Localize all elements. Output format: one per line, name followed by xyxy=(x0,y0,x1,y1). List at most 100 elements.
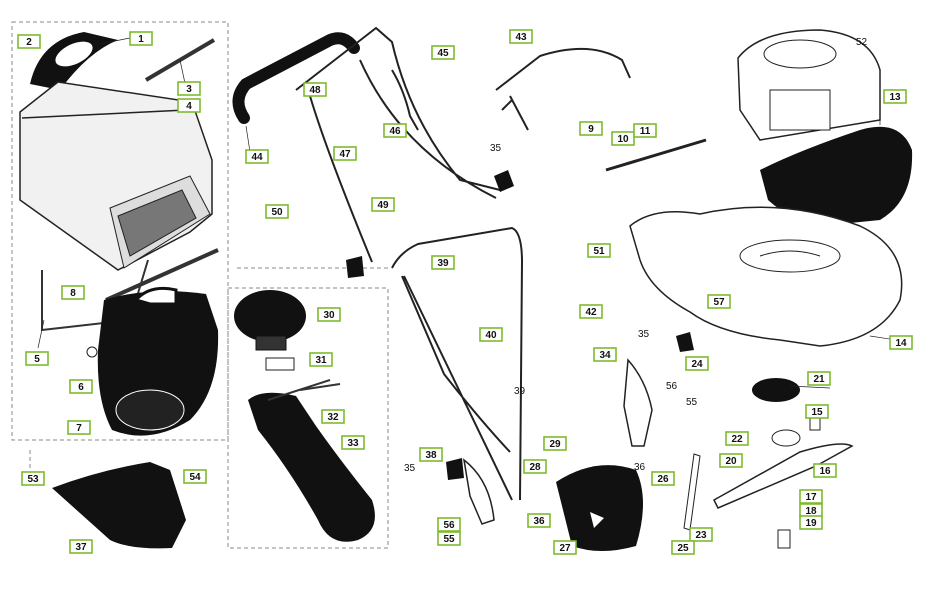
plain-label-55: 55 xyxy=(686,397,698,408)
part-label-1: 1 xyxy=(129,31,153,46)
part-label-box xyxy=(437,531,461,546)
part-label-text: 29 xyxy=(549,439,561,450)
bag-frame-part xyxy=(41,259,149,332)
part-label-42: 42 xyxy=(579,304,603,319)
part-label-box xyxy=(707,294,731,309)
part-label-56: 56 xyxy=(437,517,461,532)
part-label-40: 40 xyxy=(479,327,503,342)
part-label-box xyxy=(685,356,709,371)
part-label-text: 11 xyxy=(640,126,651,137)
part-label-10: 10 xyxy=(611,131,635,146)
part-label-box xyxy=(21,471,45,486)
part-label-6: 6 xyxy=(69,379,93,394)
part-label-text: 43 xyxy=(515,32,527,43)
part-label-box xyxy=(651,471,675,486)
part-label-text: 14 xyxy=(895,338,907,349)
engine-shroud-part xyxy=(760,126,913,226)
handle-bracket-part xyxy=(623,358,653,447)
part-label-13: 13 xyxy=(883,89,907,104)
part-label-box xyxy=(303,82,327,97)
part-label-8: 8 xyxy=(61,285,85,300)
part-labels: 1234567813141516171819202122232425262728… xyxy=(17,29,913,555)
part-label-27: 27 xyxy=(553,540,577,555)
part-label-text: 23 xyxy=(695,530,707,541)
part-label-18: 18 xyxy=(799,503,823,518)
part-label-box xyxy=(333,146,357,161)
part-label-text: 19 xyxy=(805,518,817,529)
part-label-21: 21 xyxy=(807,371,831,386)
part-label-45: 45 xyxy=(431,45,455,60)
part-label-box xyxy=(383,123,407,138)
knob-part xyxy=(446,458,464,480)
knob-part xyxy=(494,170,514,192)
part-label-text: 4 xyxy=(186,101,192,112)
part-label-text: 50 xyxy=(271,207,283,218)
part-label-text: 33 xyxy=(347,438,359,449)
part-label-text: 40 xyxy=(485,330,497,341)
part-label-box xyxy=(579,121,603,136)
leader-line xyxy=(245,125,251,153)
part-label-46: 46 xyxy=(383,123,407,138)
part-label-text: 27 xyxy=(559,543,571,554)
part-label-box xyxy=(553,540,577,555)
part-label-text: 5 xyxy=(34,354,40,365)
part-label-text: 32 xyxy=(327,412,339,423)
part-label-box xyxy=(183,469,207,484)
plain-label-35: 35 xyxy=(638,329,650,340)
part-label-25: 25 xyxy=(671,540,695,555)
part-label-box xyxy=(587,243,611,258)
part-label-text: 53 xyxy=(27,474,39,485)
part-label-box xyxy=(479,327,503,342)
part-label-31: 31 xyxy=(309,352,333,367)
part-label-text: 16 xyxy=(819,466,831,477)
part-label-text: 21 xyxy=(813,374,825,385)
part-label-text: 56 xyxy=(443,520,455,531)
part-label-text: 49 xyxy=(377,200,389,211)
part-label-15: 15 xyxy=(805,404,829,419)
bail-part xyxy=(495,47,631,131)
part-label-box xyxy=(341,435,365,450)
part-label-57: 57 xyxy=(707,294,731,309)
part-label-5: 5 xyxy=(25,351,49,366)
part-label-box xyxy=(611,131,635,146)
blade-adapter-part xyxy=(752,378,800,402)
part-label-text: 44 xyxy=(251,152,263,163)
plain-label-52: 52 xyxy=(856,37,868,48)
leader-line xyxy=(37,319,45,349)
part-label-box xyxy=(633,123,657,138)
part-label-17: 17 xyxy=(799,489,823,504)
part-label-box xyxy=(725,431,749,446)
upper-handle-part xyxy=(295,26,501,263)
part-label-text: 20 xyxy=(725,456,737,467)
part-label-box xyxy=(177,98,201,113)
grass-bag-part xyxy=(19,81,213,271)
part-label-text: 51 xyxy=(593,246,605,257)
bag-rod-part xyxy=(105,248,219,302)
part-label-text: 42 xyxy=(585,307,597,318)
part-label-box xyxy=(671,540,695,555)
part-label-box xyxy=(579,304,603,319)
part-label-text: 28 xyxy=(529,462,541,473)
part-label-text: 39 xyxy=(437,258,449,269)
part-label-box xyxy=(265,204,289,219)
part-label-11: 11 xyxy=(633,123,657,138)
part-label-38: 38 xyxy=(419,447,443,462)
part-label-text: 10 xyxy=(617,134,629,145)
spacer-part xyxy=(771,429,801,447)
part-label-box xyxy=(799,489,823,504)
part-label-box xyxy=(25,351,49,366)
part-label-box xyxy=(69,539,93,554)
part-label-49: 49 xyxy=(371,197,395,212)
part-label-box xyxy=(69,379,93,394)
part-label-box xyxy=(61,285,85,300)
plain-label-35: 35 xyxy=(490,143,502,154)
part-label-text: 9 xyxy=(588,124,594,135)
washer-part xyxy=(86,346,98,358)
part-label-text: 15 xyxy=(811,407,823,418)
part-label-text: 7 xyxy=(76,423,82,434)
part-label-19: 19 xyxy=(799,515,823,530)
part-label-box xyxy=(317,307,341,322)
part-label-34: 34 xyxy=(593,347,617,362)
part-label-text: 57 xyxy=(713,297,725,308)
